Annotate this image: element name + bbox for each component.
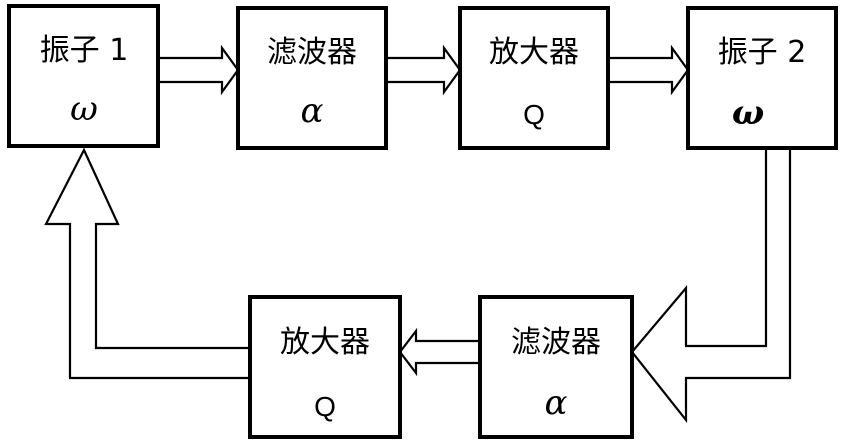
block-oscillator-1-label: 振子 1 bbox=[40, 33, 129, 68]
arrow-amp-bottom-to-osc1 bbox=[46, 150, 250, 378]
block-oscillator-2-label: 振子 2 bbox=[718, 35, 807, 70]
arrow-filter-bottom-to-amp-bottom bbox=[400, 331, 480, 373]
block-filter-top-label: 滤波器 bbox=[267, 35, 357, 70]
block-oscillator-2-param: ω bbox=[732, 93, 764, 133]
arrow-filter-top-to-amp-top bbox=[386, 48, 460, 92]
block-amplifier-top: 放大器 Q bbox=[460, 8, 608, 148]
arrow-osc1-to-filter-top bbox=[158, 48, 238, 92]
block-filter-bottom-param: α bbox=[545, 383, 568, 423]
block-filter-bottom: 滤波器 α bbox=[480, 297, 632, 437]
arrow-amp-top-to-osc2 bbox=[608, 48, 688, 92]
block-oscillator-2: 振子 2 ω bbox=[688, 8, 836, 148]
block-amplifier-bottom: 放大器 Q bbox=[250, 297, 400, 437]
block-oscillator-1: 振子 1 ω bbox=[9, 6, 158, 146]
block-amplifier-bottom-param: Q bbox=[314, 391, 336, 422]
block-oscillator-1-param: ω bbox=[70, 89, 98, 129]
arrow-osc2-to-filter-bottom bbox=[632, 148, 790, 420]
block-amplifier-bottom-label: 放大器 bbox=[280, 325, 370, 360]
block-filter-top: 滤波器 α bbox=[238, 8, 386, 148]
block-filter-bottom-label: 滤波器 bbox=[511, 325, 601, 360]
block-filter-top-param: α bbox=[301, 91, 324, 131]
block-amplifier-top-label: 放大器 bbox=[489, 35, 579, 70]
block-amplifier-top-param: Q bbox=[523, 99, 545, 130]
